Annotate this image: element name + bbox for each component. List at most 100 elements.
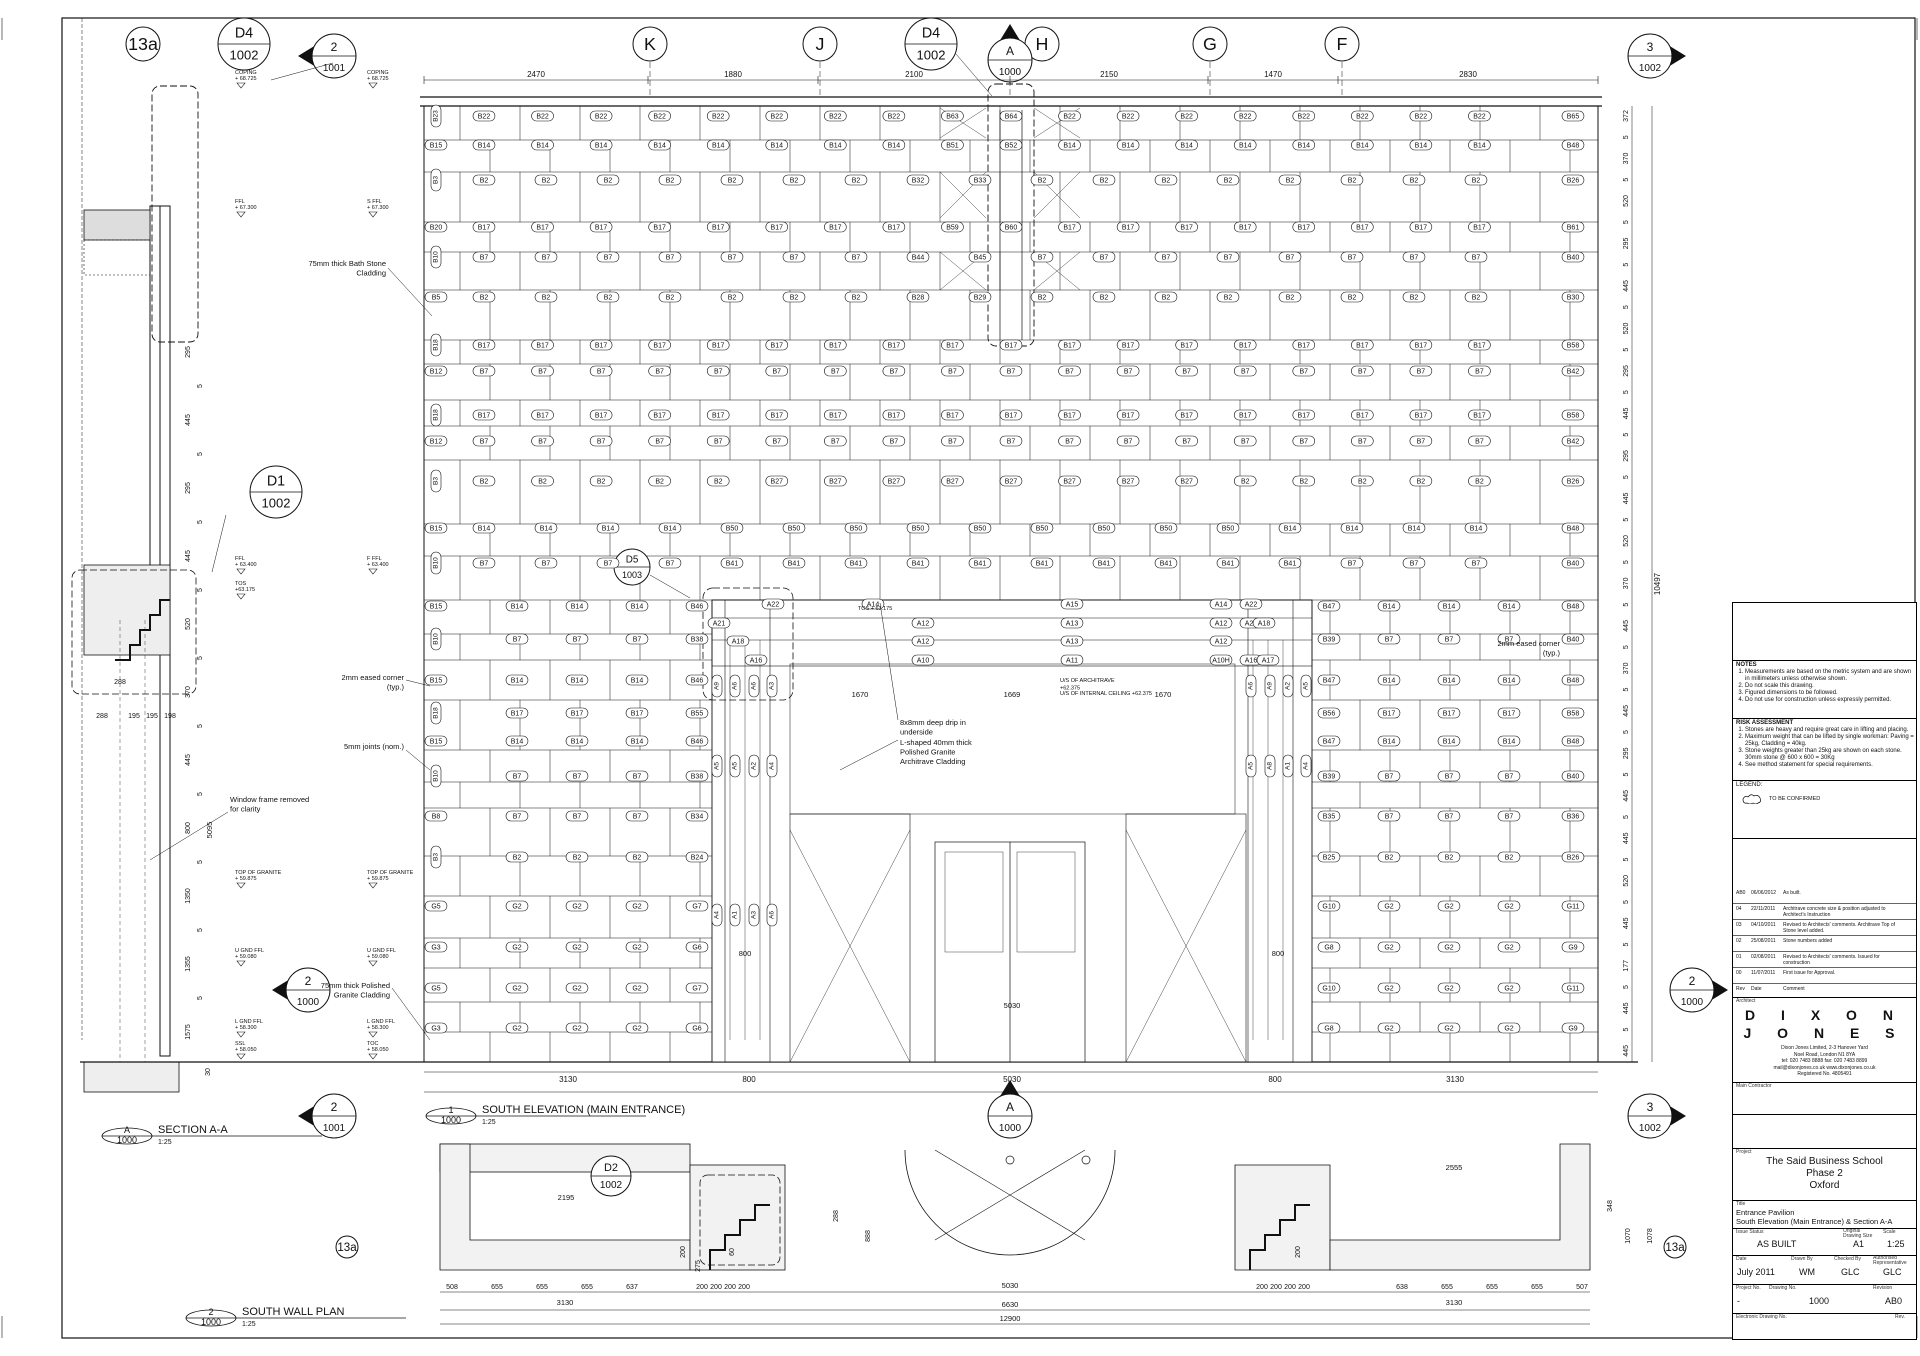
- tag-outline: [596, 251, 620, 263]
- tag-outline: [1561, 365, 1585, 377]
- level-value: + 58.300: [235, 1025, 257, 1031]
- stone-tag: B46: [685, 674, 709, 686]
- bubble-text: 13a: [1665, 1242, 1685, 1254]
- stone-id: B14: [571, 604, 584, 611]
- tag-outline: [1116, 221, 1140, 233]
- stone-tag: B7: [765, 365, 789, 377]
- stone-id: B41: [1036, 561, 1049, 568]
- stone-id: B14: [829, 143, 842, 150]
- stone-id: B48: [1567, 604, 1580, 611]
- tag-outline: [999, 339, 1023, 351]
- level-name: FFL: [235, 199, 245, 205]
- stone-id: G2: [1444, 986, 1453, 993]
- stone-tag: B27: [765, 475, 789, 487]
- stone-id: B17: [1005, 413, 1018, 420]
- stone-tag: B26: [1561, 851, 1585, 863]
- tag-outline: [999, 409, 1023, 421]
- stone-id: B5: [432, 295, 441, 302]
- stone-id: B7: [633, 637, 642, 644]
- stone-id: B14: [1473, 143, 1486, 150]
- stone-tag: B48: [1561, 139, 1585, 151]
- stone-id: B27: [888, 479, 901, 486]
- stone-id: B3: [433, 176, 440, 184]
- stone-id: B2: [666, 295, 675, 302]
- stone-tag: B42: [1561, 435, 1585, 447]
- tag-outline: [1437, 770, 1461, 782]
- tag-outline: [1233, 365, 1257, 377]
- plan-dimension: 200: [696, 1284, 708, 1291]
- stone-id: B7: [1100, 255, 1109, 262]
- dimension-text: 520: [1623, 875, 1630, 887]
- stone-id: A4: [769, 762, 776, 770]
- tag-outline: [1402, 291, 1426, 303]
- stone-tag: B50: [1154, 522, 1178, 534]
- tag-outline: [720, 522, 744, 534]
- tag-outline: [424, 941, 448, 953]
- architrave-pier-tag: A6: [729, 674, 741, 698]
- section-dim: 5: [197, 724, 204, 728]
- stone-tag: B2: [648, 475, 671, 487]
- stone-tag: B17: [589, 339, 613, 351]
- tag-outline: [1292, 409, 1316, 421]
- tag-outline: [1292, 339, 1316, 351]
- architrave-pier-tag: A6: [748, 674, 760, 698]
- stone-tag: B7: [999, 365, 1023, 377]
- stone-tag: G2: [1437, 900, 1461, 912]
- section-dim: 5: [197, 656, 204, 660]
- stone-tag: B17: [625, 707, 649, 719]
- stone-id: B14: [602, 526, 615, 533]
- stone-id: B63: [946, 114, 959, 121]
- risk-list: Stones are heavy and require great care …: [1733, 727, 1916, 769]
- stone-tag: B14: [1351, 139, 1374, 151]
- stone-tag: B14: [534, 522, 558, 534]
- stone-id: B22: [1239, 114, 1252, 121]
- stone-tag: B14: [625, 600, 649, 612]
- stone-tag: B14: [1233, 139, 1257, 151]
- tag-outline: [1175, 409, 1198, 421]
- stone-id: A17: [1262, 658, 1275, 665]
- level-name: TOC: [367, 1041, 379, 1047]
- stone-tag: B17: [706, 339, 730, 351]
- stone-id: B14: [1503, 739, 1516, 746]
- dimension-text: 5: [1623, 560, 1630, 564]
- tag-outline: [589, 221, 613, 233]
- risk-heading: RISK ASSESSMENT: [1736, 720, 1794, 726]
- tag-outline: [1377, 851, 1401, 863]
- stone-tag: B7: [1154, 251, 1178, 263]
- stone-tag: B7: [1116, 435, 1140, 447]
- stone-tag: G2: [625, 982, 649, 994]
- tag-outline: [1317, 600, 1341, 612]
- stone-id: B2: [1445, 855, 1454, 862]
- stone-id: B7: [1410, 255, 1419, 262]
- stone-id: B7: [852, 255, 861, 262]
- tag-outline: [424, 435, 448, 447]
- stone-id: A6: [751, 682, 758, 690]
- level-name: TOS: [235, 581, 247, 587]
- ref-sheet: 1002: [600, 1180, 623, 1191]
- stone-id: G8: [1324, 945, 1333, 952]
- ref-id: D4: [235, 26, 253, 42]
- level-value: +63.175: [235, 587, 255, 593]
- revolving-door-leaf: [934, 1149, 1086, 1241]
- architrave-tag: A21: [707, 617, 731, 629]
- stone-id: B44: [912, 255, 925, 262]
- risk-item: Maximum weight that can be lifted by sin…: [1745, 734, 1916, 748]
- stone-id: B17: [1356, 413, 1369, 420]
- plan-dimension: 655: [1486, 1284, 1498, 1291]
- tag-outline: [1233, 435, 1257, 447]
- stone-id: B2: [513, 855, 522, 862]
- tag-outline: [765, 365, 789, 377]
- title-label: Title: [1736, 1201, 1746, 1207]
- marker-id: 2: [331, 40, 338, 54]
- plan-dimension: 1070: [1625, 1228, 1632, 1244]
- stone-id: B15: [430, 604, 443, 611]
- stone-id: B17: [1239, 225, 1252, 232]
- tag-outline: [1402, 557, 1426, 569]
- stone-id: B7: [1445, 774, 1454, 781]
- tag-outline: [1468, 110, 1491, 122]
- tag-outline: [1282, 674, 1294, 698]
- tag-outline: [472, 435, 496, 447]
- stone-id: A16: [750, 658, 763, 665]
- stone-id: A10: [917, 658, 930, 665]
- stone-id: B7: [948, 369, 957, 376]
